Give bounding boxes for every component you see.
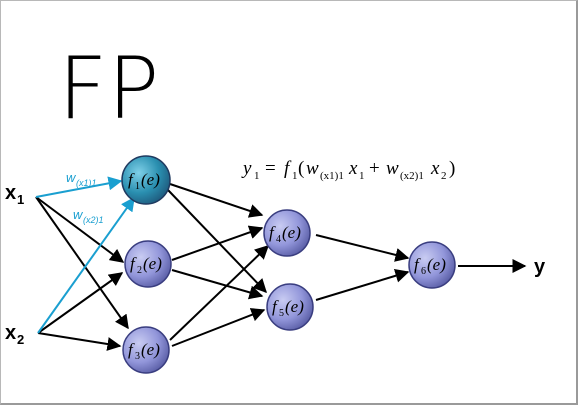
formula-plus: + — [369, 158, 380, 179]
node-4-arg: (e) — [282, 223, 301, 242]
edge-x2-n2 — [37, 272, 124, 334]
node-4: f 4 (e) — [263, 209, 311, 257]
formula-close: ) — [449, 158, 455, 179]
weight-x1-sub: (x1)1 — [76, 178, 97, 188]
node-6-fn: f — [414, 255, 421, 274]
edge-n4-n6 — [315, 234, 410, 262]
node-3: f 3 (e) — [122, 326, 170, 374]
node-5-fn: f — [272, 297, 279, 316]
formula-w2: w — [386, 158, 399, 179]
edge-x2-n1 — [37, 196, 135, 334]
node-6-arg: (e) — [427, 255, 446, 274]
edge-n5-n6 — [315, 268, 410, 301]
formula-f-sub: 1 — [292, 170, 298, 182]
node-4-sub: 4 — [276, 234, 281, 245]
formula-x2-sub: 2 — [441, 170, 447, 182]
formula-x1: x — [348, 158, 358, 179]
formula-lhs-sub: 1 — [254, 170, 260, 182]
edges — [35, 183, 527, 351]
edge-n1-n5 — [167, 189, 267, 294]
formula-w1-sub: (x1)1 — [320, 170, 344, 182]
edge-x1-n1 — [35, 176, 123, 198]
edge-x2-n3 — [37, 332, 122, 351]
formula-open: ( — [298, 158, 304, 179]
node-5-sub: 5 — [279, 308, 284, 319]
input-x1-label: x — [5, 182, 16, 204]
formula-lhs: y — [241, 158, 252, 179]
output-y-label: y — [534, 256, 546, 278]
node-2-sub: 2 — [137, 265, 142, 276]
node-1-arg: (e) — [141, 170, 160, 189]
input-x2-sub: 2 — [17, 332, 24, 347]
edge-n2-n4 — [171, 225, 264, 261]
formula: y 1 = f 1 ( w (x1)1 x 1 + w (x2)1 x 2 ) — [241, 158, 455, 182]
node-1: f 1 (e) — [121, 155, 171, 205]
node-3-fn: f — [128, 340, 135, 359]
weight-x2-sub: (x2)1 — [83, 215, 104, 225]
formula-w1: w — [306, 158, 319, 179]
edge-x1-n2 — [35, 196, 125, 263]
weight-x2-label: w — [73, 207, 84, 222]
node-2: f 2 (e) — [124, 240, 172, 288]
input-x1-sub: 1 — [17, 192, 24, 207]
node-1-sub: 1 — [135, 181, 140, 192]
node-5-arg: (e) — [285, 297, 304, 316]
node-6-sub: 6 — [421, 266, 426, 277]
formula-eq: = — [265, 158, 276, 179]
node-3-sub: 3 — [135, 351, 140, 362]
edge-n1-n4 — [169, 183, 264, 218]
node-6: f 6 (e) — [408, 241, 456, 289]
node-4-fn: f — [269, 223, 276, 242]
node-5: f 5 (e) — [266, 283, 314, 331]
highlight-edges — [35, 176, 135, 334]
edge-n2-n5 — [171, 269, 264, 300]
edge-n3-n4 — [169, 245, 270, 341]
formula-f: f — [284, 158, 292, 179]
formula-x2: x — [430, 158, 440, 179]
weight-x1-label: w — [66, 170, 77, 185]
edge-x1-n3 — [35, 196, 129, 330]
slide-title: FP — [58, 39, 159, 139]
formula-x1-sub: 1 — [359, 170, 365, 182]
node-1-fn: f — [128, 170, 135, 189]
node-2-arg: (e) — [143, 254, 162, 273]
edge-n3-n5 — [171, 308, 266, 347]
formula-w2-sub: (x2)1 — [400, 170, 424, 182]
input-x2-label: x — [5, 322, 16, 344]
node-2-fn: f — [130, 254, 137, 273]
node-3-arg: (e) — [141, 340, 160, 359]
